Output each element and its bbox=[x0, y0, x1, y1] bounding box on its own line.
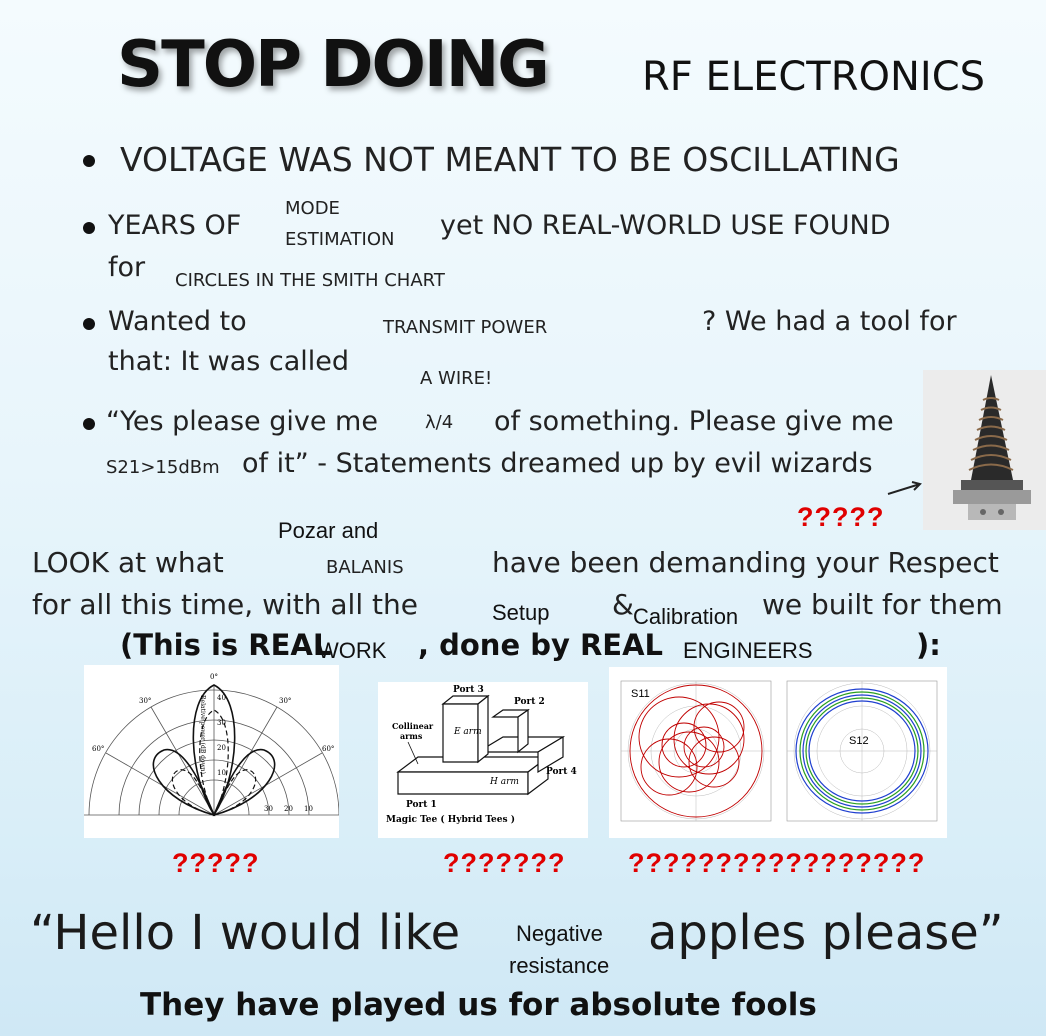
polar-tick-30-right: 30° bbox=[279, 697, 291, 705]
arms-label: arms bbox=[400, 731, 423, 741]
bullet-dot bbox=[83, 418, 95, 430]
look-text-g: ): bbox=[916, 628, 941, 662]
setup-label: Setup bbox=[492, 600, 550, 625]
magic-tee-image: Port 3 Port 2 Port 4 Port 1 E arm H arm … bbox=[378, 682, 588, 838]
arrow-icon bbox=[887, 481, 922, 495]
polar-tick-60-left: 60° bbox=[92, 745, 104, 753]
question-marks-2: ??????? bbox=[443, 848, 566, 878]
port-1-label: Port 1 bbox=[406, 800, 437, 810]
smith-charts: S11 S12 bbox=[609, 667, 947, 838]
bullet-4-text-a: “Yes please give me bbox=[106, 406, 378, 437]
look-text-c: for all this time, with all the bbox=[32, 588, 418, 621]
bullet-2-estimation: ESTIMATION bbox=[285, 229, 395, 250]
magic-tee-diagram: Port 3 Port 2 Port 4 Port 1 E arm H arm … bbox=[386, 685, 577, 825]
polar-ylabel: Relative power (dB down) bbox=[199, 695, 206, 774]
balanis-label: BALANIS bbox=[326, 557, 404, 578]
h-arm-label: H arm bbox=[489, 777, 519, 787]
look-text-a: LOOK at what bbox=[32, 546, 224, 579]
bullet-3-wire: A WIRE! bbox=[420, 368, 493, 389]
resistance-label: resistance bbox=[509, 953, 610, 978]
s12-label: S12 bbox=[849, 735, 869, 747]
fools-caption: They have played us for absolute fools bbox=[140, 987, 817, 1023]
pozar-label: Pozar and bbox=[278, 518, 379, 543]
look-text-b: have been demanding your Respect bbox=[492, 546, 999, 579]
port-2-label: Port 2 bbox=[514, 697, 545, 707]
bullet-dot bbox=[83, 155, 95, 167]
bullet-3-text-b: ? We had a tool for bbox=[702, 306, 957, 337]
e-arm-label: E arm bbox=[453, 727, 482, 737]
collinear-label: Collinear bbox=[392, 721, 434, 731]
bullet-4-text-c: of it” - Statements dreamed up by evil w… bbox=[242, 448, 873, 479]
title-sub: RF ELECTRONICS bbox=[642, 54, 986, 100]
bullet-2-for: for bbox=[108, 252, 146, 283]
quote-text-b: apples please” bbox=[648, 905, 1004, 961]
work-label: WORK bbox=[318, 638, 387, 663]
bullet-3-text-a: Wanted to bbox=[108, 306, 247, 337]
s11-label: S11 bbox=[631, 688, 650, 700]
polar-tick-60-right: 60° bbox=[322, 745, 334, 753]
bullet-3-text-c: that: It was called bbox=[108, 346, 350, 377]
bullet-1-text: VOLTAGE WAS NOT MEANT TO BE OSCILLATING bbox=[120, 140, 900, 179]
antenna-photo bbox=[923, 370, 1046, 530]
bullet-dot bbox=[83, 318, 95, 330]
magic-tee-caption: Magic Tee ( Hybrid Tees ) bbox=[386, 814, 515, 825]
engineers-label: ENGINEERS bbox=[683, 638, 813, 663]
bullet-2-circles: CIRCLES IN THE SMITH CHART bbox=[175, 270, 445, 291]
ampersand: & bbox=[612, 588, 634, 621]
bullet-3-transmit-power: TRANSMIT POWER bbox=[383, 317, 548, 338]
polar-tick-30-vert: 30 bbox=[217, 719, 226, 727]
look-text-e: (This is REAL bbox=[120, 628, 332, 662]
polar-tick-40: 40 bbox=[217, 694, 226, 702]
bullet-4-text-b: of something. Please give me bbox=[494, 406, 894, 437]
bullet-2-text-a: YEARS OF bbox=[108, 210, 242, 241]
polar-tick-10-vert: 10 bbox=[217, 769, 226, 777]
quote-text-a: “Hello I would like bbox=[30, 905, 461, 961]
look-text-d: we built for them bbox=[762, 588, 1003, 621]
polar-plot: 0° 30° 30° 60° 60° 30 20 10 30 20 10 40 … bbox=[84, 673, 340, 817]
calibration-label: Calibration bbox=[633, 604, 739, 629]
smith-charts-image: S11 S12 bbox=[609, 667, 947, 838]
polar-tick-20-axis: 20 bbox=[284, 805, 293, 813]
bullet-4-lambda: λ/4 bbox=[425, 412, 454, 433]
bullet-4-s21: S21>15dBm bbox=[106, 457, 220, 478]
port-3-label: Port 3 bbox=[453, 685, 484, 695]
port-4-label: Port 4 bbox=[546, 767, 577, 777]
negative-label: Negative bbox=[516, 921, 603, 946]
helical-antenna-image bbox=[923, 370, 1046, 530]
question-marks-1: ????? bbox=[172, 848, 260, 878]
polar-tick-30-axis: 30 bbox=[264, 805, 273, 813]
question-marks-3: ????????????????? bbox=[628, 848, 926, 878]
look-text-f: , done by REAL bbox=[418, 628, 664, 662]
polar-tick-0: 0° bbox=[210, 673, 218, 681]
bullet-2-mode: MODE bbox=[285, 198, 340, 219]
polar-tick-30-left: 30° bbox=[139, 697, 151, 705]
polar-tick-20-vert: 20 bbox=[217, 744, 226, 752]
title-main: STOP DOING bbox=[117, 28, 550, 102]
polar-pattern-image: 0° 30° 30° 60° 60° 30 20 10 30 20 10 40 … bbox=[84, 665, 340, 838]
bullet-dot bbox=[83, 222, 95, 234]
question-marks-top: ????? bbox=[797, 502, 885, 532]
polar-tick-10-axis: 10 bbox=[304, 805, 313, 813]
bullet-2-text-b: yet NO REAL-WORLD USE FOUND bbox=[440, 210, 891, 241]
